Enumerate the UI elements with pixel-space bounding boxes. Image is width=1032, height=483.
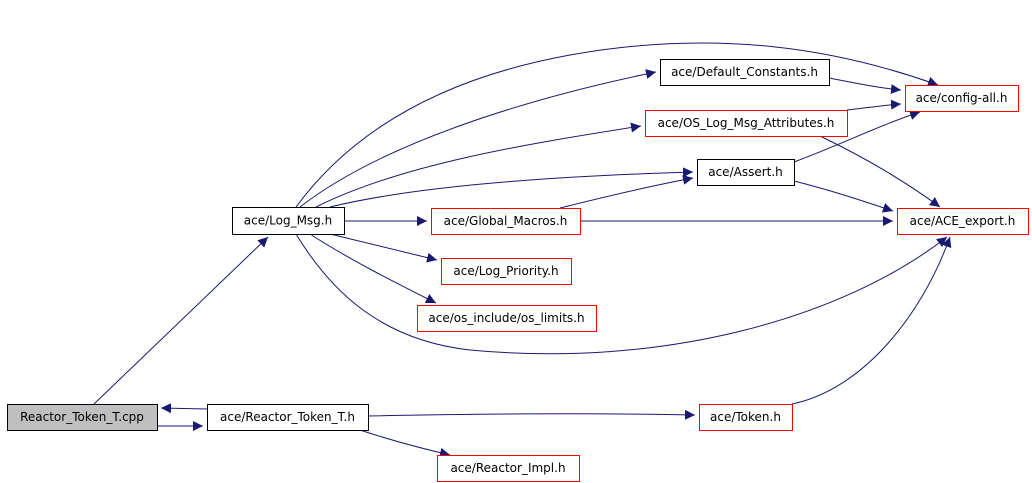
- node-label: ace/ACE_export.h: [910, 214, 1016, 228]
- node-box: [897, 208, 1029, 235]
- node-default-constants[interactable]: ace/Default_Constants.h: [660, 59, 830, 86]
- edge-log-msg-to-ace-export: [295, 233, 948, 355]
- nodes-layer: Reactor_Token_T.cpp ace/Log_Msg.h ace/Reac…: [7, 59, 1029, 482]
- node-box: [207, 404, 369, 431]
- node-box: [437, 455, 580, 482]
- node-box: [645, 110, 848, 137]
- node-label: ace/Token.h: [710, 410, 781, 424]
- node-label: ace/config-all.h: [916, 91, 1008, 105]
- edge-reactor-token-t-h-to-reactor-token-t-cpp: [160, 403, 208, 414]
- node-box: [441, 258, 572, 285]
- edge-os-log-msg-attributes-to-ace-export: [819, 135, 941, 208]
- node-label: ace/Global_Macros.h: [444, 214, 568, 228]
- node-label: ace/os_include/os_limits.h: [428, 311, 584, 325]
- edge-reactor-token-t-h-to-token: [367, 409, 696, 420]
- node-box: [699, 404, 793, 431]
- node-box: [905, 85, 1019, 112]
- edge-global-macros-to-assert: [559, 174, 694, 209]
- node-os-log-msg-attributes[interactable]: ace/OS_Log_Msg_Attributes.h: [645, 110, 848, 137]
- node-token[interactable]: ace/Token.h: [699, 404, 793, 431]
- edge-default-constants-to-config-all: [828, 77, 902, 95]
- node-reactor-token-t-h[interactable]: ace/Reactor_Token_T.h: [207, 404, 369, 431]
- node-label: ace/Log_Priority.h: [453, 264, 558, 278]
- node-box: [697, 159, 795, 186]
- edge-assert-to-config-all: [793, 110, 921, 163]
- edge-os-log-msg-attributes-to-config-all: [846, 99, 902, 111]
- node-reactor-token-t-cpp[interactable]: Reactor_Token_T.cpp: [7, 404, 158, 431]
- edge-log-msg-to-assert: [329, 167, 694, 208]
- edges-layer: [93, 42, 952, 458]
- node-config-all[interactable]: ace/config-all.h: [905, 85, 1019, 112]
- edge-log-msg-to-config-all: [295, 42, 939, 208]
- node-box: [232, 207, 345, 235]
- node-os-limits[interactable]: ace/os_include/os_limits.h: [417, 305, 597, 332]
- node-box: [7, 404, 158, 431]
- edge-token-to-ace-export: [791, 236, 952, 405]
- edge-assert-to-ace-export: [793, 180, 894, 213]
- node-reactor-impl[interactable]: ace/Reactor_Impl.h: [437, 455, 580, 482]
- node-log-priority[interactable]: ace/Log_Priority.h: [441, 258, 572, 285]
- node-label: ace/Assert.h: [708, 165, 783, 179]
- edge-reactor-token-t-cpp-to-log-msg: [93, 236, 269, 405]
- node-box: [660, 59, 830, 86]
- node-label: ace/Reactor_Impl.h: [450, 461, 565, 475]
- edge-log-msg-to-os-limits: [309, 233, 437, 304]
- node-ace-export[interactable]: ace/ACE_export.h: [897, 208, 1029, 235]
- edge-log-msg-to-default-constants: [299, 69, 657, 208]
- edge-reactor-token-t-h-to-reactor-impl: [359, 429, 451, 458]
- node-global-macros[interactable]: ace/Global_Macros.h: [431, 208, 581, 235]
- node-label: ace/OS_Log_Msg_Attributes.h: [658, 116, 835, 130]
- node-box: [417, 305, 597, 332]
- node-assert[interactable]: ace/Assert.h: [697, 159, 795, 186]
- node-label: ace/Default_Constants.h: [671, 65, 818, 79]
- node-label: ace/Log_Msg.h: [244, 214, 332, 228]
- edge-log-msg-to-log-priority: [329, 233, 438, 263]
- node-label: Reactor_Token_T.cpp: [20, 410, 144, 424]
- node-label: ace/Reactor_Token_T.h: [220, 410, 355, 424]
- node-box: [431, 208, 581, 235]
- edge-log-msg-to-os-log-msg-attributes: [315, 122, 642, 208]
- node-log-msg[interactable]: ace/Log_Msg.h: [232, 207, 345, 235]
